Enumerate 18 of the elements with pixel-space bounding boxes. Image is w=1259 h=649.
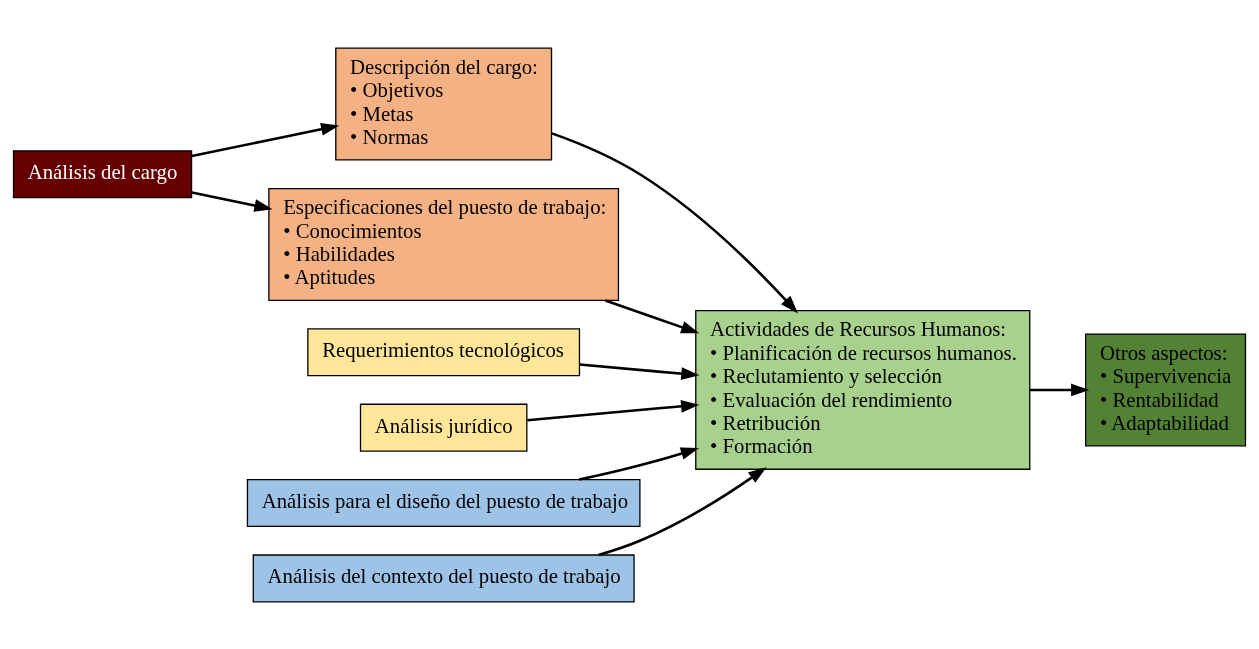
- arrow: [578, 446, 700, 481]
- arrow: [579, 362, 700, 380]
- arrow: [605, 298, 700, 333]
- arrow: [191, 190, 273, 212]
- arrow: [551, 131, 798, 313]
- node-box: Análisis jurídico: [359, 403, 528, 452]
- node-box: Especificaciones del puesto de trabajo: • Conocimientos • Habilidades • Aptitudes: [268, 187, 620, 301]
- node-box: Análisis del contexto del puesto de trabajo: [252, 553, 635, 602]
- node-box: Análisis para el diseño del puesto de trabajo: [246, 478, 641, 527]
- node-box: Análisis del cargo: [12, 149, 193, 198]
- arrow: [191, 122, 340, 157]
- arrow: [527, 399, 700, 421]
- node-box: Actividades de Recursos Humanos: • Planificación de recursos humanos. • Reclutamiento y selección • Evaluación del rendimiento • Retribución • Formación: [695, 309, 1031, 470]
- node-box: Requerimientos tecnológicos: [307, 327, 581, 376]
- node-box: Otros aspectos: • Supervivencia • Rentabilidad • Adaptabilidad: [1085, 332, 1247, 446]
- arrow: [1029, 383, 1090, 396]
- arrow: [598, 466, 767, 556]
- node-box: Descripción del cargo: • Objetivos • Metas • Normas: [335, 47, 553, 161]
